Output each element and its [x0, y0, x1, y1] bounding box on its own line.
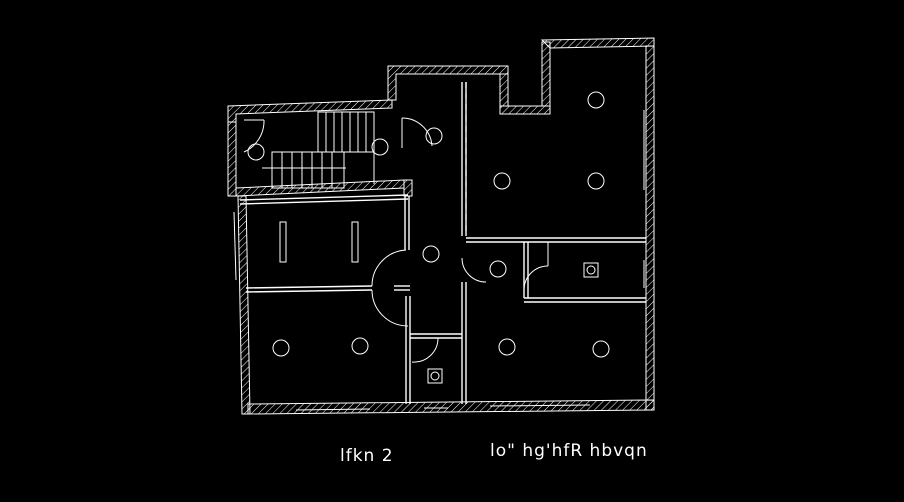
windows: [233, 110, 645, 411]
interior-walls: [239, 82, 646, 404]
outer-wall: [227, 37, 655, 415]
tube-light-icon: [279, 221, 359, 263]
staircase: [262, 111, 375, 189]
circle-light-icon: [247, 91, 610, 358]
square-fan-icon: [427, 262, 599, 384]
floor-label: lfkn 2: [340, 446, 394, 466]
door-swing-icon: [243, 117, 549, 363]
drawing-title-label: lo" hg'hfR hbvqn: [490, 441, 648, 461]
